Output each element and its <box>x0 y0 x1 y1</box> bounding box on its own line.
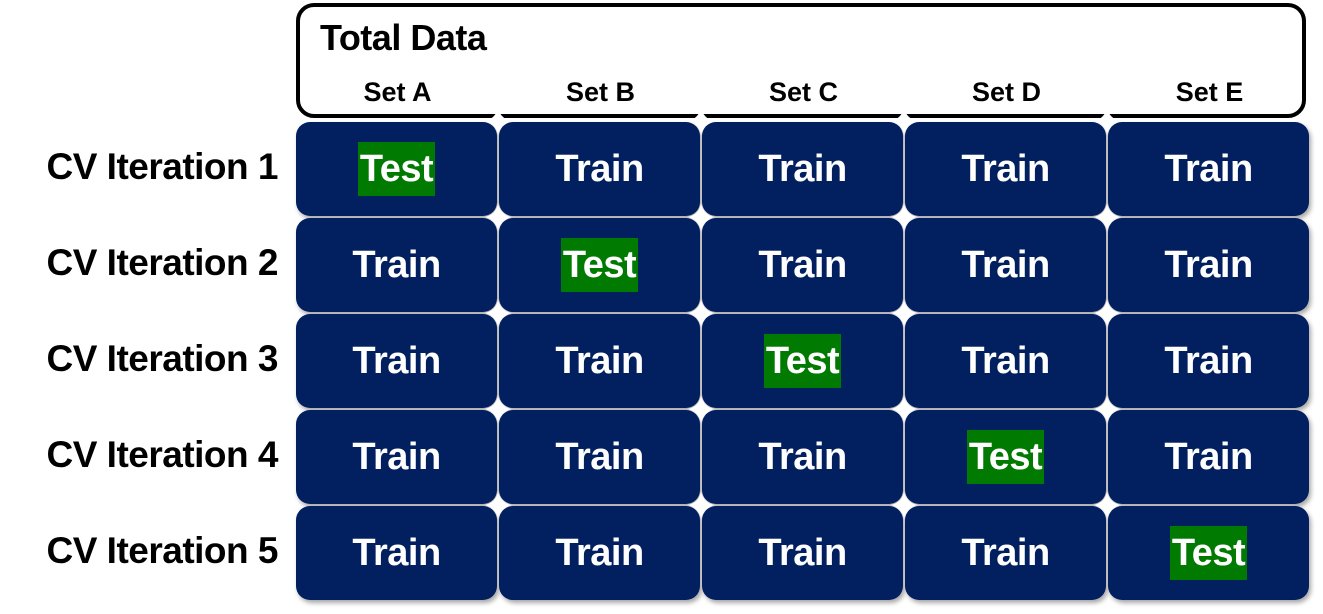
grid-cell: Train <box>905 314 1106 408</box>
train-label: Train <box>352 436 441 478</box>
grid-cell: Train <box>702 218 903 312</box>
sparkle-icon <box>484 491 512 519</box>
train-label: Train <box>555 340 644 382</box>
sparkle-icon <box>890 299 918 327</box>
sparkle-icon <box>687 395 715 423</box>
grid-cell: Test <box>702 314 903 408</box>
grid-cell: Train <box>702 122 903 216</box>
row-label: CV Iteration 1 <box>46 146 279 187</box>
grid-cell: Train <box>499 410 700 504</box>
train-label: Train <box>961 148 1050 190</box>
sparkle-icon <box>484 395 512 423</box>
sparkle-icon <box>687 491 715 519</box>
grid-cell: Test <box>296 122 497 216</box>
set-label: Set B <box>565 77 636 107</box>
train-label: Train <box>758 436 847 478</box>
sparkle-icon <box>890 203 918 231</box>
test-label: Test <box>357 142 436 196</box>
train-label: Train <box>352 532 441 574</box>
train-label: Train <box>758 244 847 286</box>
row-label: CV Iteration 2 <box>46 242 279 283</box>
grid-cell: Train <box>296 506 497 600</box>
train-label: Train <box>555 532 644 574</box>
test-label: Test <box>560 238 639 292</box>
train-label: Train <box>1164 436 1253 478</box>
train-label: Train <box>352 340 441 382</box>
grid-cell: Train <box>1108 410 1309 504</box>
grid-cell: Train <box>1108 122 1309 216</box>
set-label: Set D <box>971 77 1042 107</box>
train-label: Train <box>758 532 847 574</box>
sparkle-icon <box>1093 107 1121 135</box>
grid-cell: Test <box>499 218 700 312</box>
grid-cell: Train <box>905 122 1106 216</box>
sparkle-icon <box>1093 203 1121 231</box>
grid-cell: Train <box>702 410 903 504</box>
sparkle-icon <box>1093 299 1121 327</box>
grid-cell: Train <box>702 506 903 600</box>
sparkle-icon <box>687 107 715 135</box>
grid-cell: Train <box>1108 314 1309 408</box>
grid-cell: Train <box>499 122 700 216</box>
grid-cell: Test <box>1108 506 1309 600</box>
grid-cell: Train <box>499 506 700 600</box>
train-label: Train <box>961 340 1050 382</box>
sparkle-icon <box>484 203 512 231</box>
grid-cell: Train <box>905 218 1106 312</box>
set-label: Set A <box>363 77 432 107</box>
row-label: CV Iteration 4 <box>46 434 279 475</box>
train-label: Train <box>758 148 847 190</box>
sparkle-icon <box>1093 491 1121 519</box>
grid-cell: Train <box>1108 218 1309 312</box>
sparkle-icon <box>484 107 512 135</box>
train-label: Train <box>961 532 1050 574</box>
test-label: Test <box>1169 526 1248 580</box>
sparkle-icon <box>890 395 918 423</box>
train-label: Train <box>1164 340 1253 382</box>
grid-cell: Train <box>296 218 497 312</box>
grid-cell: Train <box>296 410 497 504</box>
header-title: Total Data <box>320 17 487 58</box>
train-label: Train <box>961 244 1050 286</box>
sparkle-icon <box>890 491 918 519</box>
train-label: Train <box>1164 244 1253 286</box>
row-label: CV Iteration 3 <box>46 338 279 379</box>
train-label: Train <box>555 148 644 190</box>
train-label: Train <box>1164 148 1253 190</box>
sparkle-icon <box>484 299 512 327</box>
test-label: Test <box>966 430 1045 484</box>
grid-cell: Test <box>905 410 1106 504</box>
sparkle-icon <box>687 203 715 231</box>
sparkle-icon <box>890 107 918 135</box>
set-label: Set E <box>1175 77 1244 107</box>
grid-cell: Train <box>499 314 700 408</box>
sparkle-icon <box>687 299 715 327</box>
train-label: Train <box>352 244 441 286</box>
test-label: Test <box>763 334 842 388</box>
row-label: CV Iteration 5 <box>46 530 279 571</box>
train-label: Train <box>555 436 644 478</box>
grid-cell: Train <box>296 314 497 408</box>
sparkle-icon <box>1093 395 1121 423</box>
total-data-header: Total Data Set A Set B Set C Set D Set E <box>296 3 1306 118</box>
grid-cell: Train <box>905 506 1106 600</box>
set-label: Set C <box>768 77 839 107</box>
